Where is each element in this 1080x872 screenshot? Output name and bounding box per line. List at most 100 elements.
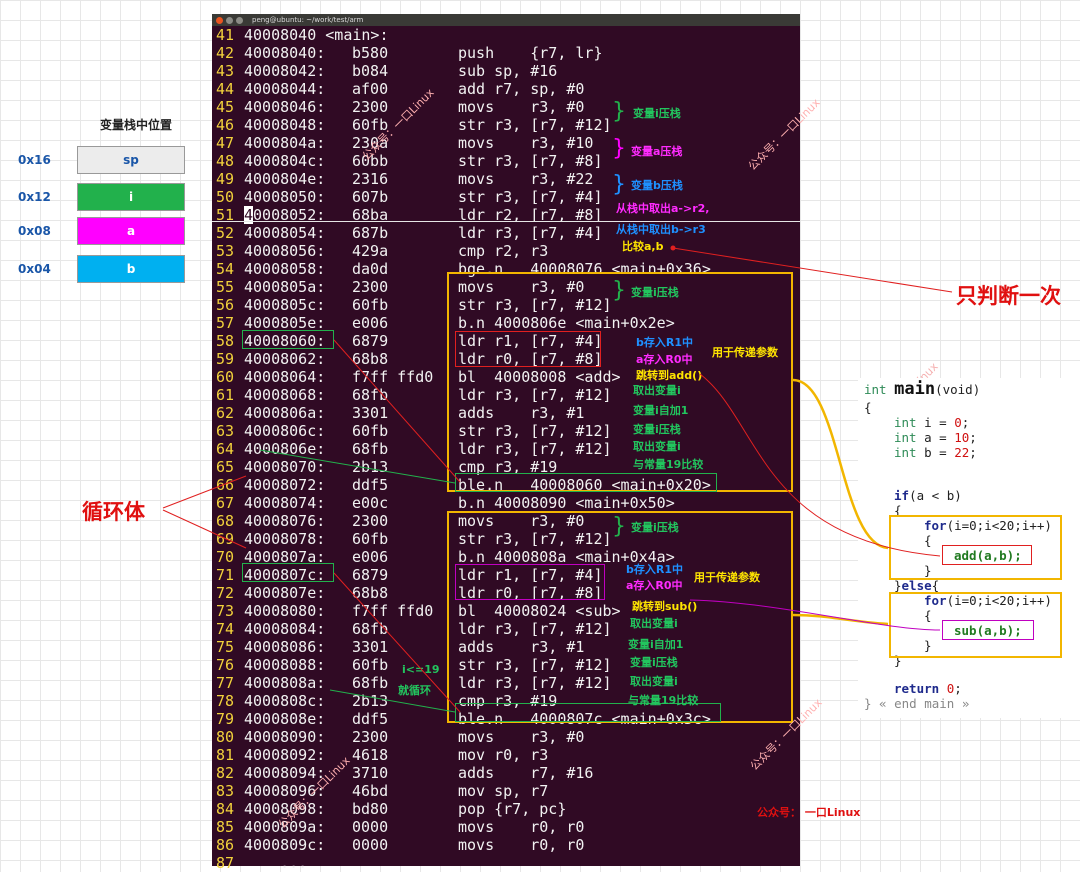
code-n: 55 [216, 278, 235, 296]
code-addr: 40008076: [244, 512, 326, 530]
code-addr: 4000804e: [244, 170, 326, 188]
code-hex: f7ff ffd0 [352, 602, 434, 620]
code-hex: 2300 [352, 278, 389, 296]
code-hex: 60fb [352, 296, 389, 314]
annotation: 取出变量i [630, 617, 678, 630]
stack-address: 0x16 [18, 153, 51, 167]
decl-a: int a = 10; [894, 430, 977, 445]
code-n: 48 [216, 152, 235, 170]
annotation: 变量a压栈 [631, 145, 683, 158]
code-addr: 40008052: [244, 206, 326, 224]
target-box-7c [242, 563, 334, 582]
code-hex: b580 [352, 44, 389, 62]
code-addr: 40008040 <main>: [244, 26, 389, 44]
code-hex: 3301 [352, 404, 389, 422]
code-hex: ddf5 [352, 710, 389, 728]
annotation: 与常量19比较 [633, 458, 704, 471]
annotation: a存入R0中 [626, 579, 683, 592]
code-hex: 60bb [352, 152, 389, 170]
window-title: peng@ubuntu: ~/work/test/arm [252, 16, 364, 24]
code-addr: 4000808a: [244, 674, 326, 692]
code-ins: movs r3, #0 [458, 278, 585, 296]
args-box-sub [455, 564, 605, 600]
code-hex: 2b13 [352, 458, 389, 476]
code-n: 68 [216, 512, 235, 530]
code-addr: 40008048: [244, 116, 326, 134]
annotation: 跳转到sub() [632, 600, 698, 613]
annotation: 用于传递参数 [694, 571, 760, 584]
annotation: 变量i自加1 [633, 404, 689, 417]
code-addr: 4000807c: [244, 566, 326, 584]
sub-call: sub(a,b); [954, 623, 1022, 638]
code-n: 69 [216, 530, 235, 548]
code-ins: str r3, [r7, #12] [458, 116, 612, 134]
code-n: 45 [216, 98, 235, 116]
code-n: 87 [216, 854, 235, 872]
maximize-icon[interactable] [236, 16, 243, 24]
annotation: 取出变量i [633, 384, 681, 397]
args-box-add [455, 331, 601, 367]
code-ins: str r3, [r7, #12] [458, 296, 612, 314]
code-hex: ddf5 [352, 476, 389, 494]
code-hex: b084 [352, 62, 389, 80]
code-ins: movs r3, #0 [458, 512, 585, 530]
code-addr: 40008056: [244, 242, 326, 260]
code-hex: da0d [352, 260, 389, 278]
code-n: 51 [216, 206, 235, 224]
code-addr: 4000805a: [244, 278, 326, 296]
annotation: 比较a,b [622, 240, 664, 253]
code-ins: str r3, [r7, #12] [458, 530, 612, 548]
code-addr: 40008088: [244, 656, 326, 674]
code-hex: 687b [352, 224, 389, 242]
code-addr: 40008044: [244, 80, 326, 98]
brace-close: } [924, 563, 932, 578]
code-addr: 4000807e: [244, 584, 326, 602]
code-n: 59 [216, 350, 235, 368]
code-n: 60 [216, 368, 235, 386]
brace: } [612, 99, 626, 124]
code-n: 43 [216, 62, 235, 80]
annotation: 取出变量i [630, 675, 678, 688]
code-hex: e00c [352, 494, 389, 512]
code-hex: 68fb [352, 620, 389, 638]
code-hex: bd80 [352, 800, 389, 818]
decl-b: int b = 22; [894, 445, 977, 460]
minimize-icon[interactable] [226, 16, 233, 24]
code-ins: str r3, [r7, #8] [458, 152, 603, 170]
brace: } [612, 514, 626, 539]
close-icon[interactable] [216, 16, 223, 24]
code-ins: movs r3, #22 [458, 170, 594, 188]
code-addr: 40008040: [244, 44, 326, 62]
loop-block-sub [447, 511, 793, 723]
annotation: 与常量19比较 [628, 694, 699, 707]
code-addr: 4000809c: [244, 836, 326, 854]
annotation: 跳转到add() [636, 369, 703, 382]
sub-call-box [942, 620, 1034, 640]
code-ins: mov r0, r3 [458, 746, 549, 764]
code-n: 86 [216, 836, 235, 854]
code-hex: 6879 [352, 332, 389, 350]
code-n: 57 [216, 314, 235, 332]
code-addr: 4000806e: [244, 440, 326, 458]
code-hex: 4618 [352, 746, 389, 764]
code-hex: 60fb [352, 530, 389, 548]
code-ins: b.n 4000806e <main+0x2e> [458, 314, 675, 332]
code-ins: ldr r3, [r7, #12] [458, 674, 612, 692]
code-n: 58 [216, 332, 235, 350]
stack-cell: i [77, 183, 185, 211]
code-n: 77 [216, 674, 235, 692]
annotation: i<=19 [402, 663, 440, 676]
stack-cell: b [77, 255, 185, 283]
code-ins: mov sp, r7 [458, 782, 549, 800]
code-addr: 40008054: [244, 224, 326, 242]
code-n: 81 [216, 746, 235, 764]
code-addr: 40008060: [244, 332, 326, 350]
code-ins: b.n 40008090 <main+0x50> [458, 494, 675, 512]
annotation: 变量i压栈 [631, 521, 679, 534]
code-ins: ldr r3, [r7, #12] [458, 440, 612, 458]
code-hex: 68ba [352, 206, 389, 224]
code-addr: 4000806a: [244, 404, 326, 422]
annotation: 变量i压栈 [633, 107, 681, 120]
loop-body-label: 循环体 [82, 500, 145, 524]
code-addr: 40008050: [244, 188, 326, 206]
